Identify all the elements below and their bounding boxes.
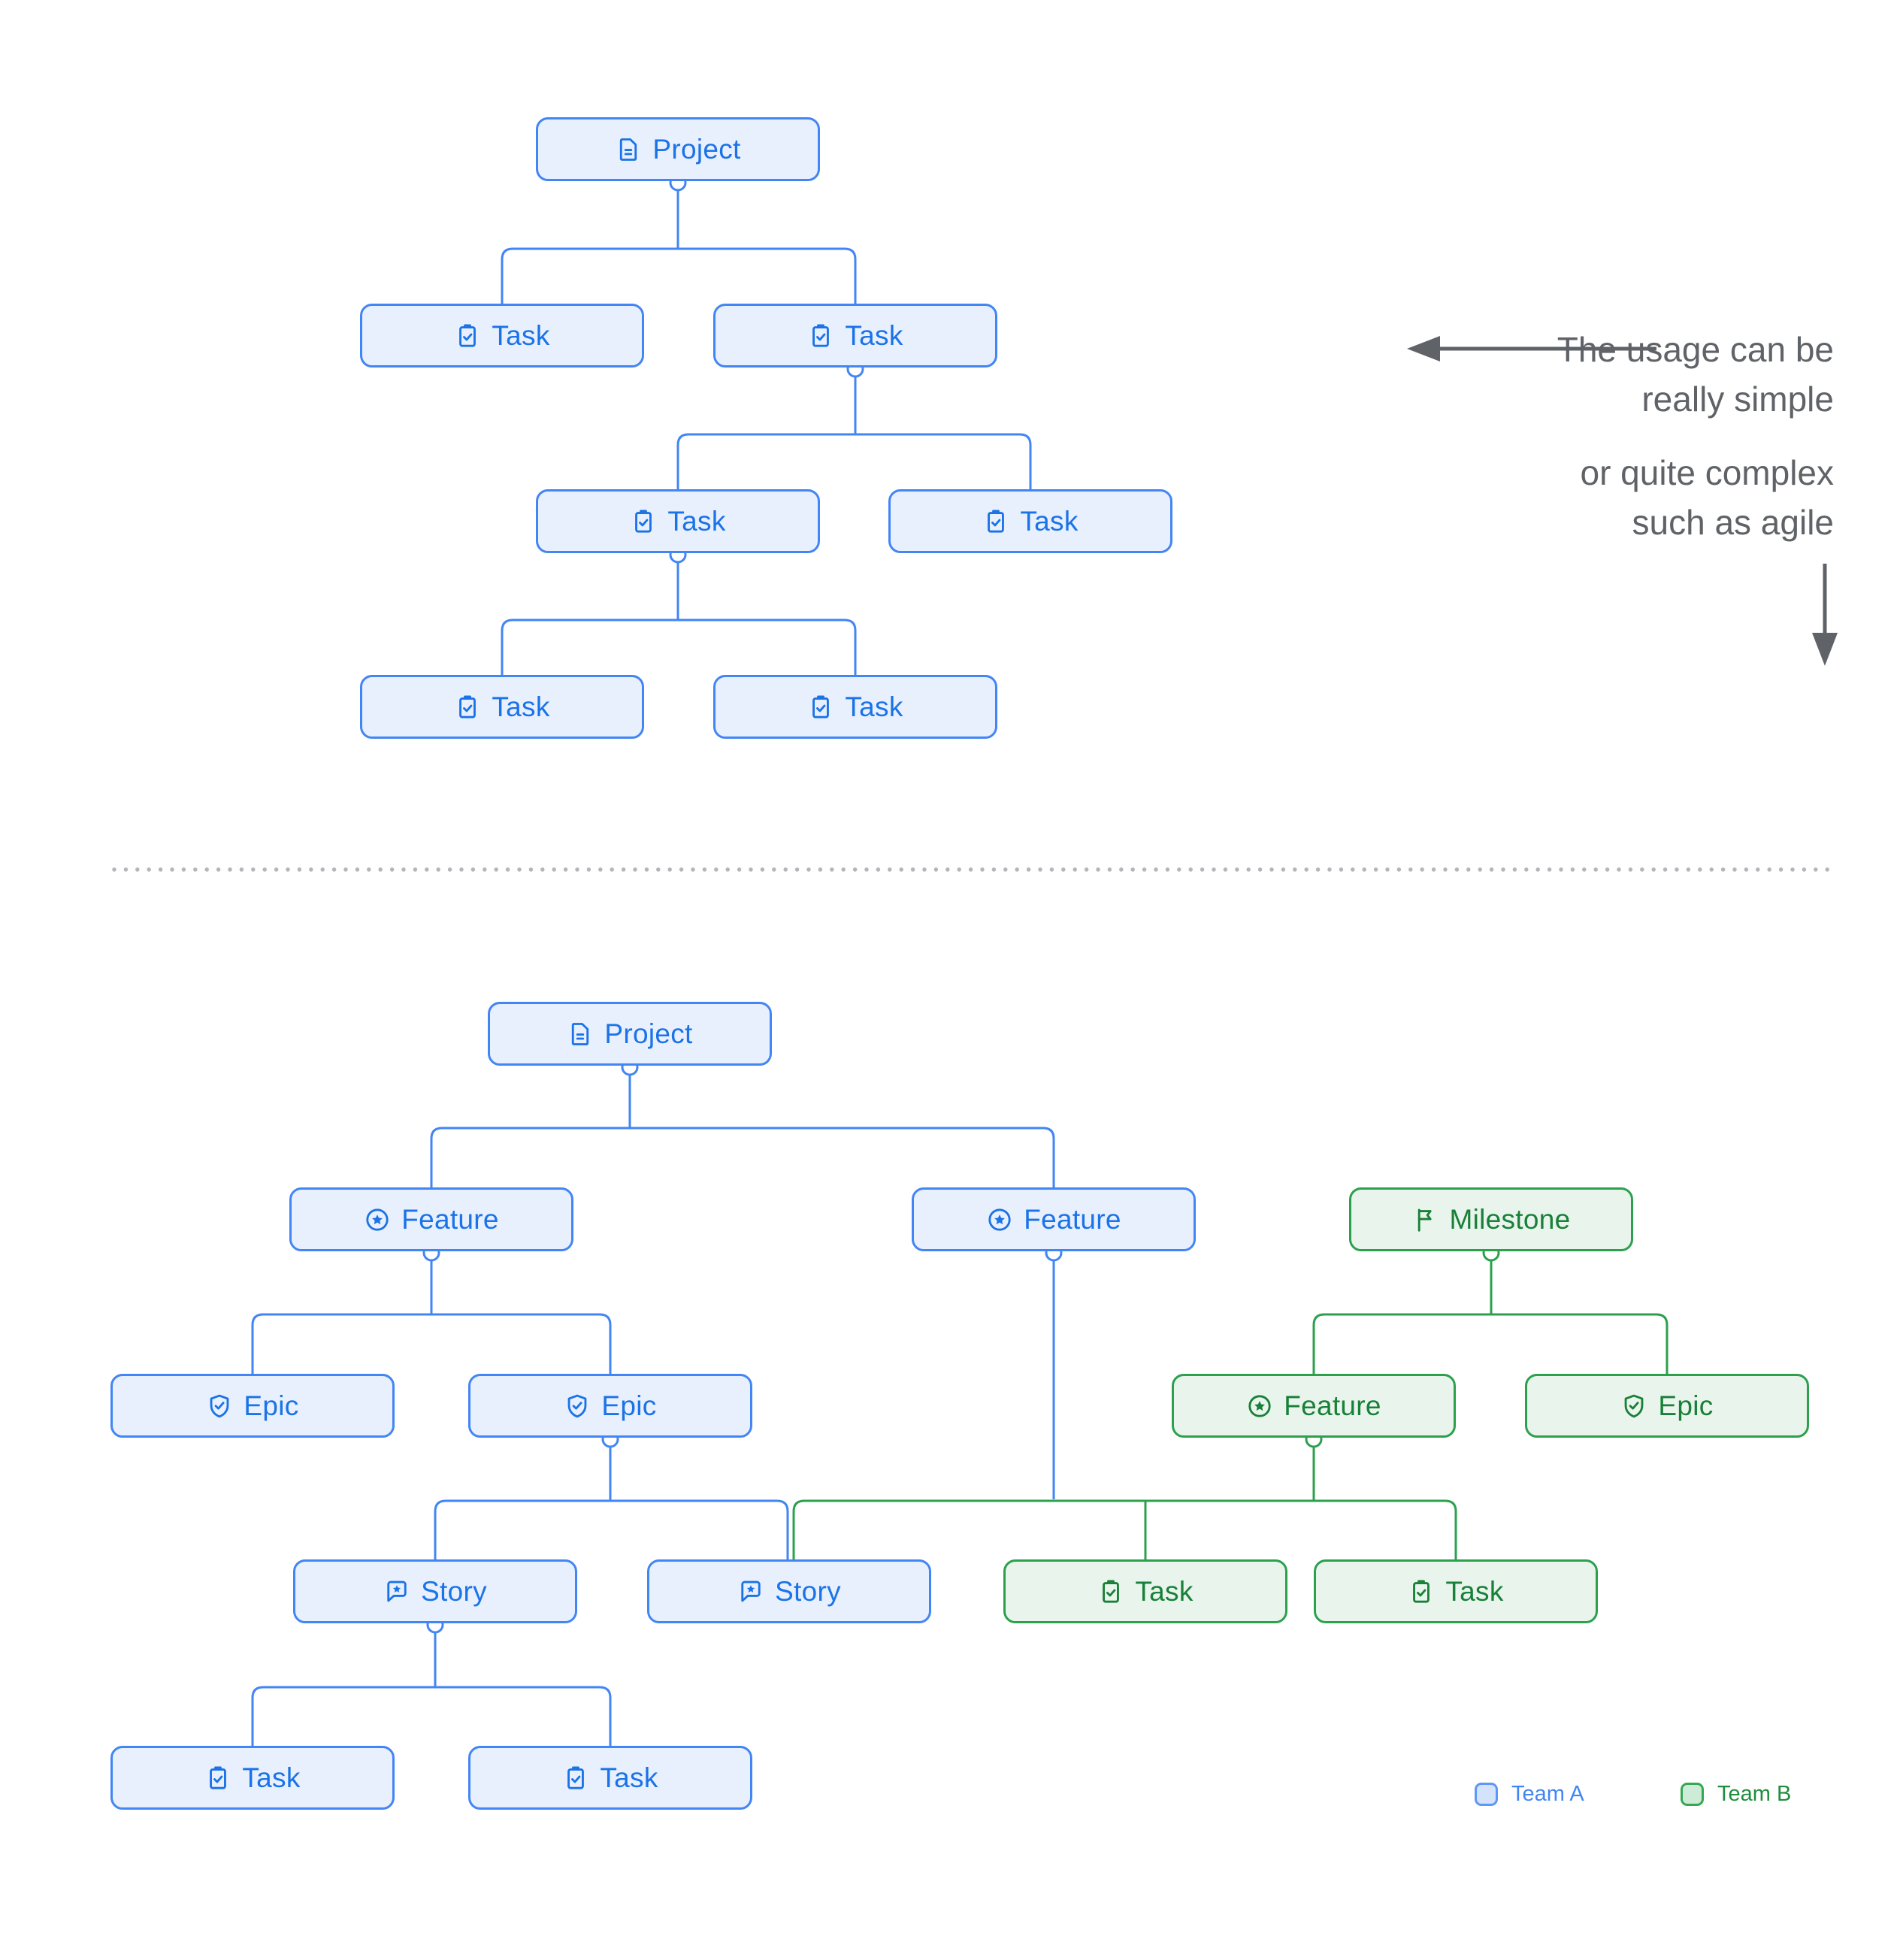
parent-port-circles-complex (422, 1058, 1500, 1634)
annotation-line: or quite complex (1580, 453, 1835, 492)
node-epic-green: Epic (1525, 1374, 1809, 1438)
legend-team-b: Team B (1681, 1782, 1791, 1806)
node-label: Feature (401, 1203, 499, 1235)
task-icon (1408, 1578, 1435, 1605)
project-icon (567, 1021, 594, 1048)
node-feature-green: Feature (1172, 1374, 1456, 1438)
node-task-simple-5: Task (360, 675, 644, 739)
node-task-simple-6: Task (713, 675, 997, 739)
connectors-complex-team-a (251, 1067, 1055, 1746)
node-label: Task (1020, 505, 1079, 537)
story-icon (383, 1578, 410, 1605)
node-label: Epic (1658, 1390, 1714, 1421)
feature-icon (986, 1206, 1013, 1233)
milestone-flag-icon (1411, 1206, 1439, 1233)
annotation-complex: or quite complex such as agile (1308, 448, 1835, 547)
node-task-simple-3: Task (536, 489, 820, 553)
node-label: Project (604, 1018, 693, 1049)
task-icon (807, 322, 834, 349)
annotation-line: The usage can be (1557, 330, 1834, 369)
node-label: Task (492, 691, 550, 722)
node-label: Task (667, 505, 726, 537)
legend-team-a: Team A (1475, 1782, 1584, 1806)
feature-icon (1246, 1393, 1273, 1420)
node-label: Task (600, 1762, 658, 1793)
node-task-green-2: Task (1314, 1559, 1598, 1623)
team-a-color-swatch (1475, 1782, 1498, 1806)
task-icon (454, 322, 481, 349)
connectors-simple-tree (501, 174, 1032, 675)
task-icon (982, 508, 1009, 535)
epic-icon (564, 1393, 591, 1420)
task-icon (630, 508, 657, 535)
node-label: Milestone (1449, 1203, 1571, 1235)
node-feature-blue-1: Feature (289, 1187, 573, 1251)
node-task-blue-2: Task (468, 1746, 752, 1810)
node-epic-blue-2: Epic (468, 1374, 752, 1438)
task-icon (454, 694, 481, 721)
node-feature-blue-2: Feature (912, 1187, 1196, 1251)
epic-icon (1620, 1393, 1647, 1420)
epic-icon (206, 1393, 233, 1420)
task-icon (807, 694, 834, 721)
node-epic-blue-1: Epic (110, 1374, 395, 1438)
annotation-line: such as agile (1632, 503, 1835, 542)
node-label: Project (652, 133, 741, 165)
node-task-green-1: Task (1003, 1559, 1287, 1623)
node-task-simple-2: Task (713, 304, 997, 368)
task-icon (1097, 1578, 1124, 1605)
legend-label: Team B (1717, 1781, 1792, 1806)
task-icon (562, 1765, 589, 1792)
node-project-simple: Project (536, 117, 820, 181)
left-arrow (1407, 336, 1656, 361)
node-story-2: Story (647, 1559, 931, 1623)
node-label: Task (1445, 1575, 1504, 1607)
node-story-1: Story (293, 1559, 577, 1623)
node-milestone: Milestone (1349, 1187, 1633, 1251)
node-label: Task (492, 319, 550, 351)
node-label: Epic (601, 1390, 657, 1421)
node-project-complex: Project (488, 1002, 772, 1066)
legend-label: Team A (1511, 1781, 1584, 1806)
node-task-blue-1: Task (110, 1746, 395, 1810)
feature-icon (364, 1206, 391, 1233)
node-label: Feature (1284, 1390, 1381, 1421)
project-icon (615, 136, 642, 163)
node-label: Feature (1024, 1203, 1121, 1235)
node-label: Story (421, 1575, 487, 1607)
node-label: Task (845, 319, 903, 351)
node-label: Epic (244, 1390, 299, 1421)
task-icon (204, 1765, 231, 1792)
connectors-complex-team-b (792, 1253, 1669, 1559)
story-icon (737, 1578, 764, 1605)
node-task-simple-4: Task (888, 489, 1172, 553)
node-label: Story (775, 1575, 841, 1607)
annotation-simple: The usage can be really simple (1308, 325, 1834, 424)
team-b-color-swatch (1681, 1782, 1704, 1806)
node-label: Task (1135, 1575, 1194, 1607)
down-arrow (1812, 564, 1838, 666)
node-task-simple-1: Task (360, 304, 644, 368)
node-label: Task (845, 691, 903, 722)
annotation-line: really simple (1641, 380, 1834, 419)
node-label: Task (242, 1762, 301, 1793)
